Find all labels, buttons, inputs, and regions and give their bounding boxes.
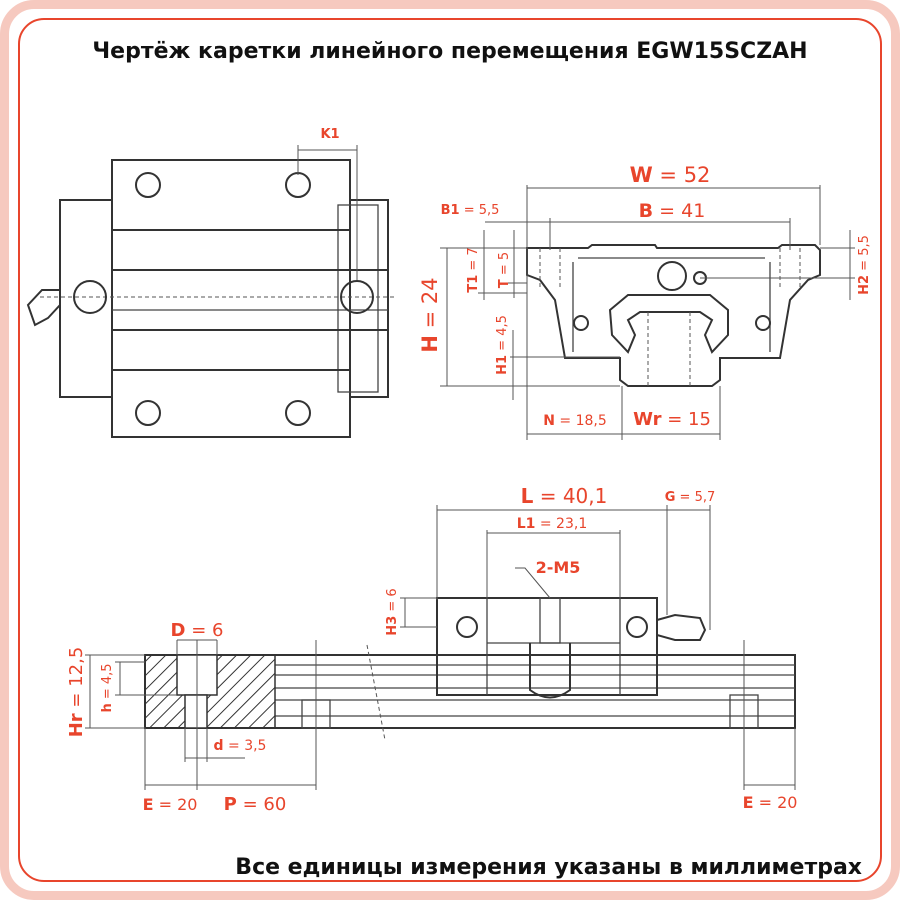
dim-N: N = 18,5 [543,413,607,429]
top-view [26,145,395,438]
grease-nipple-icon [656,613,707,641]
dim-h: h = 4,5 [100,663,115,712]
thread-label-2-M5: 2-M5 [536,558,581,577]
dim-L1: L1 = 23,1 [517,516,587,532]
dim-W: W = 52 [630,163,711,187]
dim-T: T = 5 [497,252,512,288]
screw-icon [456,616,648,638]
dim-L: L = 40,1 [521,484,608,508]
dim-Hr: Hr = 12,5 [66,647,87,738]
units-footnote: Все единицы измерения указаны в миллимет… [235,855,862,880]
dim-H: H = 24 [418,277,442,352]
dim-B: B = 41 [639,200,706,222]
drawing-title: Чертёж каретки линейного перемещения EGW… [92,39,807,64]
screw-icon [573,315,771,331]
dim-B1: B1 = 5,5 [441,203,500,218]
dim-P: P = 60 [224,794,287,815]
frame-inner-border [18,18,882,882]
front-view [440,185,855,440]
dim-Wr: Wr = 15 [633,409,711,430]
dim-d: d = 3,5 [214,738,267,754]
side-view [85,505,796,790]
dim-D: D = 6 [171,620,224,641]
grease-nipple-icon [26,289,61,327]
mounting-hole-icon [73,172,374,426]
dim-G: G = 5,7 [665,490,716,505]
dim-K1: K1 [320,127,339,142]
dim-T1: T1 = 7 [466,247,481,292]
grease-nipple-icon [657,261,707,291]
dim-H2: H2 = 5,5 [857,235,872,295]
dim-H3: H3 = 6 [385,588,400,635]
dim-E-left: E = 20 [143,795,198,814]
dim-H1: H1 = 4,5 [495,315,510,375]
dim-E-right: E = 20 [743,793,798,812]
